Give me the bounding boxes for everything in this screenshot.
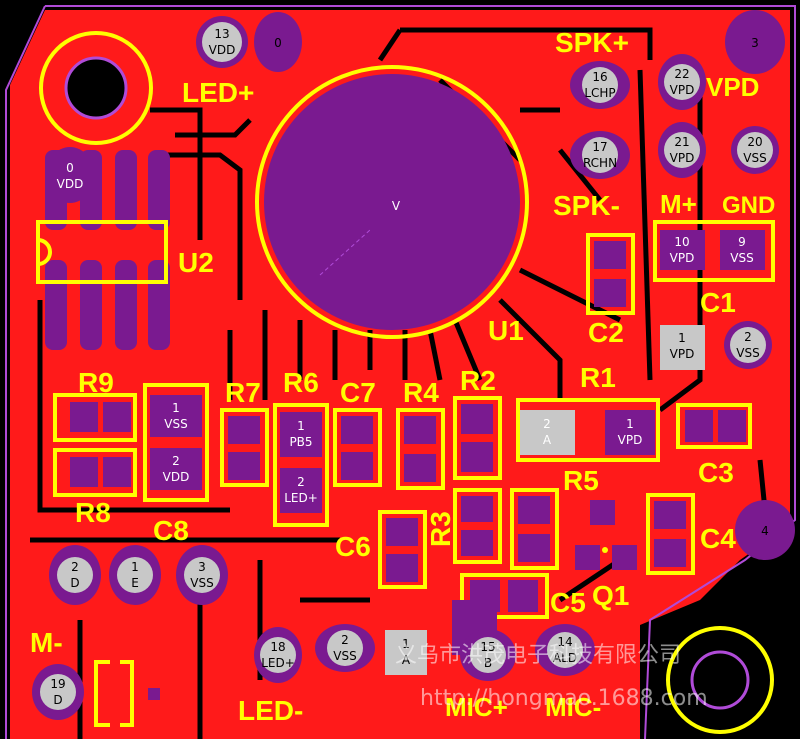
pad-net: ALD — [553, 651, 577, 665]
pad-num: 1 — [297, 419, 305, 433]
label-c4: C4 — [700, 523, 736, 554]
pad-num: 19 — [50, 677, 65, 691]
pad-net: VSS — [743, 151, 766, 165]
label-led-minus: LED- — [238, 695, 303, 726]
pad-num: 2 — [71, 560, 79, 574]
pad-num: 2 — [543, 417, 551, 431]
pad-net: VPD — [670, 251, 695, 265]
label-r1: R1 — [580, 362, 616, 393]
label-c5: C5 — [550, 587, 586, 618]
pad-num: 1 — [131, 560, 139, 574]
label-r4: R4 — [403, 377, 439, 408]
pad-net: D — [70, 576, 79, 590]
pad-net: A — [402, 653, 411, 667]
pad-net: VSS — [736, 346, 759, 360]
pad-net: VSS — [333, 649, 356, 663]
silkscreen-labels: LED+ SPK+ VPD SPK- M+ GND U2 U1 C1 C2 R9… — [30, 27, 775, 726]
pad-num: 21 — [674, 135, 689, 149]
pad-num: 2 — [341, 633, 349, 647]
label-q1: Q1 — [592, 580, 629, 611]
label-gnd: GND — [722, 192, 775, 219]
watermark-company: 义乌市洪茂电子科技有限公司 — [395, 643, 681, 668]
pad-net: VSS — [190, 576, 213, 590]
watermark: 义乌市洪茂电子科技有限公司 http://hongmao.1688.com — [395, 643, 708, 711]
pad-num: 10 — [674, 235, 689, 249]
label-c7: C7 — [340, 377, 376, 408]
label-led-plus: LED+ — [182, 77, 254, 108]
pad-net: VSS — [164, 417, 187, 431]
label-r8: R8 — [75, 497, 111, 528]
center-pad-label: V — [392, 199, 401, 213]
label-c2: C2 — [588, 317, 624, 348]
label-r7: R7 — [225, 377, 261, 408]
label-spk-minus: SPK- — [553, 190, 620, 221]
pad-net: VPD — [670, 347, 695, 361]
pad-net: PB5 — [289, 435, 312, 449]
pad-num: 17 — [592, 140, 607, 154]
label-spk-plus: SPK+ — [555, 27, 629, 58]
label-m-plus: M+ — [660, 189, 697, 219]
label-r5: R5 — [563, 465, 599, 496]
pad-net: LED+ — [261, 656, 295, 670]
pad-num: 2 — [172, 454, 180, 468]
pad-num: 13 — [214, 27, 229, 41]
pad-net: VDD — [57, 177, 84, 191]
label-c1: C1 — [700, 287, 736, 318]
label-u1: U1 — [488, 315, 524, 346]
pad-net: VSS — [730, 251, 753, 265]
label-u2: U2 — [178, 247, 214, 278]
pad-net: VDD — [163, 470, 190, 484]
mounting-hole-bottom-right — [690, 650, 750, 710]
pad-net: VDD — [209, 43, 236, 57]
pad-labels: 13 VDD 0 3 16 LCHP 22 VPD 17 RCHN 21 VPD… — [50, 27, 768, 707]
watermark-url: http://hongmao.1688.com — [420, 686, 708, 711]
pad-num: 2 — [744, 330, 752, 344]
label-r2: R2 — [460, 365, 496, 396]
pad-net: A — [543, 433, 552, 447]
label-r6: R6 — [283, 367, 319, 398]
label-mic-plus: MIC+ — [445, 692, 508, 722]
pad-num: 20 — [747, 135, 762, 149]
label-mic-minus: MIC- — [545, 692, 601, 722]
pad-num: 1 — [626, 417, 634, 431]
pad-num: 1 — [172, 401, 180, 415]
label-m-minus: M- — [30, 627, 63, 658]
pad-net: VPD — [618, 433, 643, 447]
pad-num: 3 — [198, 560, 206, 574]
pad-num: 2 — [297, 475, 305, 489]
pad-net: LED+ — [284, 491, 318, 505]
pad-num: 16 — [592, 70, 607, 84]
pad-num: 22 — [674, 67, 689, 81]
pad-num: 3 — [751, 36, 759, 50]
pad-net: E — [131, 576, 139, 590]
label-c3: C3 — [698, 457, 734, 488]
pad-net: VPD — [670, 83, 695, 97]
pad-net: VPD — [670, 151, 695, 165]
label-c8: C8 — [153, 515, 189, 546]
label-r9: R9 — [78, 367, 114, 398]
pad-num: 1 — [678, 331, 686, 345]
pad-num: 18 — [270, 640, 285, 654]
label-c6: C6 — [335, 531, 371, 562]
pad-num: 9 — [738, 235, 746, 249]
pad-net: D — [53, 693, 62, 707]
pad-num: 0 — [66, 161, 74, 175]
pad-num: 4 — [761, 524, 769, 538]
pad-num: 14 — [557, 635, 572, 649]
pad-num: 1 — [402, 637, 410, 651]
pad-num: 15 — [480, 640, 495, 654]
pad-num: 0 — [274, 36, 282, 50]
mounting-hole-top-left — [64, 56, 128, 120]
pad-net: LCHP — [584, 86, 615, 100]
pad-net: B — [484, 656, 492, 670]
smd-pads — [53, 220, 775, 727]
pad-net: RCHN — [583, 156, 617, 170]
label-r3: R3 — [425, 511, 456, 547]
label-vpd: VPD — [706, 72, 759, 102]
center-pad — [264, 74, 520, 330]
round-pads — [32, 10, 795, 720]
